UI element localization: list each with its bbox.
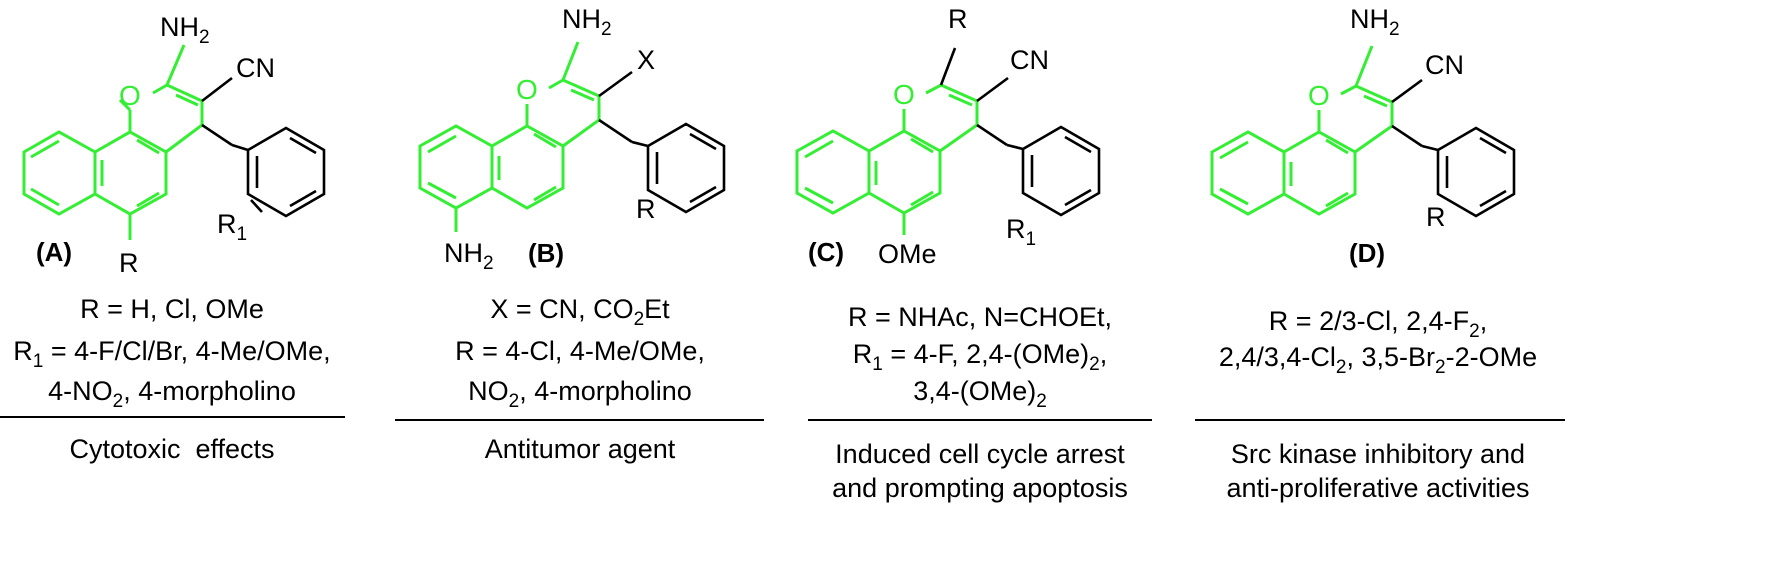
compound-a-r1: R1: [217, 209, 247, 245]
compound-b-label: (B): [528, 238, 564, 268]
compound-c-r1: R1: [1006, 214, 1036, 250]
compound-c-ome: OMe: [878, 239, 937, 269]
compound-a-substituent-line: R = H, Cl, OMe: [80, 294, 264, 324]
compound-b-ring-oxygen: O: [516, 74, 538, 105]
compound-c-label: (C): [808, 237, 844, 267]
compound-a-substituent-line: 4-NO2, 4-morpholino: [48, 376, 296, 412]
compound-a-ring-oxygen: O: [119, 80, 141, 111]
compound-b-nh2: NH2: [562, 4, 612, 40]
compound-b-phenyl: [646, 122, 726, 214]
compound-d-r: R: [1426, 202, 1446, 232]
compound-b-substituent-line: NO2, 4-morpholino: [468, 376, 692, 412]
compound-c-ring-oxygen: O: [893, 79, 915, 110]
compound-a-naphthalene: [22, 130, 168, 216]
compound-d-activity-line: anti-proliferative activities: [1226, 473, 1529, 503]
compound-a-structure: [22, 44, 326, 240]
compound-c-cn: CN: [1010, 45, 1049, 75]
compound-d-nh2: NH2: [1350, 4, 1400, 40]
compound-b-activity-line: Antitumor agent: [485, 434, 676, 464]
compound-a-r: R: [119, 248, 139, 278]
compound-a-activity-line: Cytotoxic effects: [69, 434, 274, 464]
compound-c-substituent-line: R1 = 4-F, 2,4-(OMe)2,: [853, 339, 1107, 375]
compound-c-r-top: R: [948, 4, 968, 34]
compound-c-activity-line: Induced cell cycle arrest: [835, 439, 1125, 469]
compound-a-nh2: NH2: [160, 12, 210, 48]
compound-b-structure: [418, 41, 726, 232]
compound-a-label: (A): [36, 237, 72, 267]
compound-c-naphthalene: [795, 129, 942, 215]
compound-b-substituent-line: R = 4-Cl, 4-Me/OMe,: [455, 336, 705, 366]
compound-b-nh2-bottom: NH2: [444, 238, 494, 274]
compound-c-substituent-line: R = NHAc, N=CHOEt,: [848, 302, 1112, 332]
compound-d-naphthalene: [1210, 130, 1357, 216]
compound-c-phenyl: [1021, 125, 1101, 217]
compound-a-phenyl: [246, 126, 326, 218]
compound-d-substituent-line: R = 2/3-Cl, 2,4-F2,: [1269, 306, 1487, 342]
compound-d-ring-oxygen: O: [1308, 80, 1330, 111]
substituent-text-layer: R = H, Cl, OMe R1 = 4-F/Cl/Br, 4-Me/OMe, 4…: [13, 294, 1537, 503]
compound-d-structure: [1210, 45, 1516, 218]
compound-b-substituent-line: X = CN, CO2Et: [490, 294, 670, 330]
compound-c-structure: [795, 47, 1101, 235]
compound-d-label: (D): [1349, 238, 1385, 268]
compound-c-substituent-line: 3,4-(OMe)2: [913, 376, 1047, 412]
compound-b-x: X: [637, 45, 655, 75]
compound-d-cn: CN: [1425, 50, 1464, 80]
compound-d-substituent-line: 2,4/3,4-Cl2, 3,5-Br2-2-OMe: [1219, 342, 1537, 378]
compound-d-phenyl: [1436, 126, 1516, 218]
compound-b-naphthalene: [418, 124, 565, 210]
compound-d-activity-line: Src kinase inhibitory and: [1231, 439, 1525, 469]
compound-a-cn: CN: [236, 53, 275, 83]
compound-a-substituent-line: R1 = 4-F/Cl/Br, 4-Me/OMe,: [13, 336, 330, 372]
compound-c-activity-line: and prompting apoptosis: [832, 473, 1128, 503]
compound-b-r: R: [636, 194, 656, 224]
